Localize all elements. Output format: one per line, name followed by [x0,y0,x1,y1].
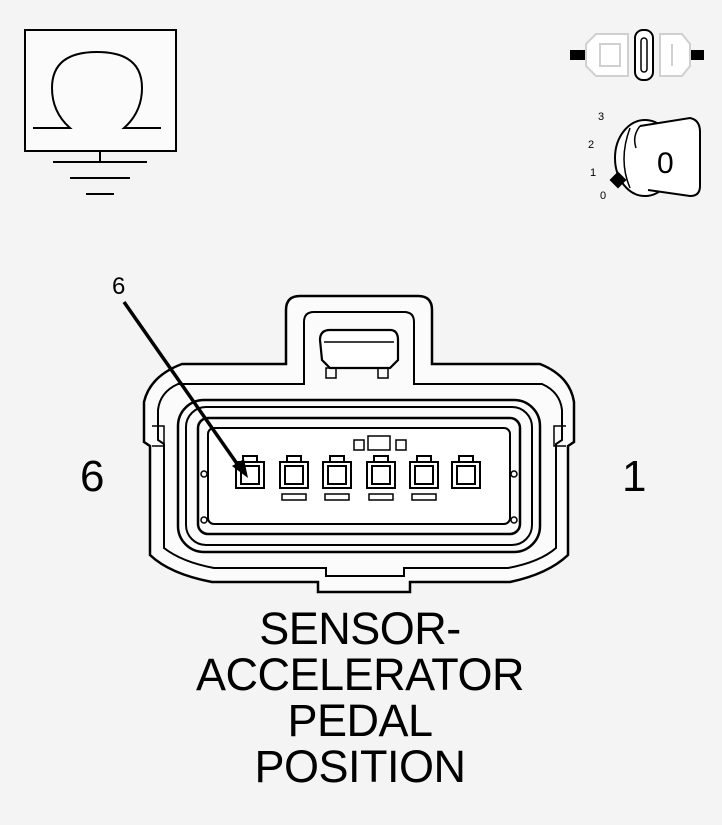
ignition-position-2: 2 [588,139,594,151]
title-line-4: POSITION [254,741,466,792]
pin-cavity-4 [322,455,352,501]
ground-symbol-icon [24,29,177,195]
pin-cavities [235,455,481,501]
fuse-icon [570,29,704,81]
title-line-1: SENSOR- [259,603,461,654]
key-position-label: 0 [657,147,674,180]
title-line-3: PEDAL [287,695,433,746]
pin-cavity-2 [409,455,439,501]
ignition-position-0: 0 [600,190,606,202]
callout-arrow [122,300,248,478]
pin-cavity-3 [366,455,396,501]
pin-cavity-1 [451,455,481,489]
ignition-key-icon: 3 2 1 0 0 [588,111,701,202]
connector-title: SENSOR- ACCELERATOR PEDAL POSITION [140,606,580,790]
ignition-position-1: 1 [590,167,596,179]
connector-face [142,294,576,594]
ignition-position-3: 3 [598,111,604,123]
pin-cavity-5 [279,455,309,501]
left-pin-number: 6 [80,452,104,501]
callout-pin-label: 6 [112,273,125,300]
right-pin-number: 1 [622,452,646,501]
title-line-2: ACCELERATOR [196,649,524,700]
